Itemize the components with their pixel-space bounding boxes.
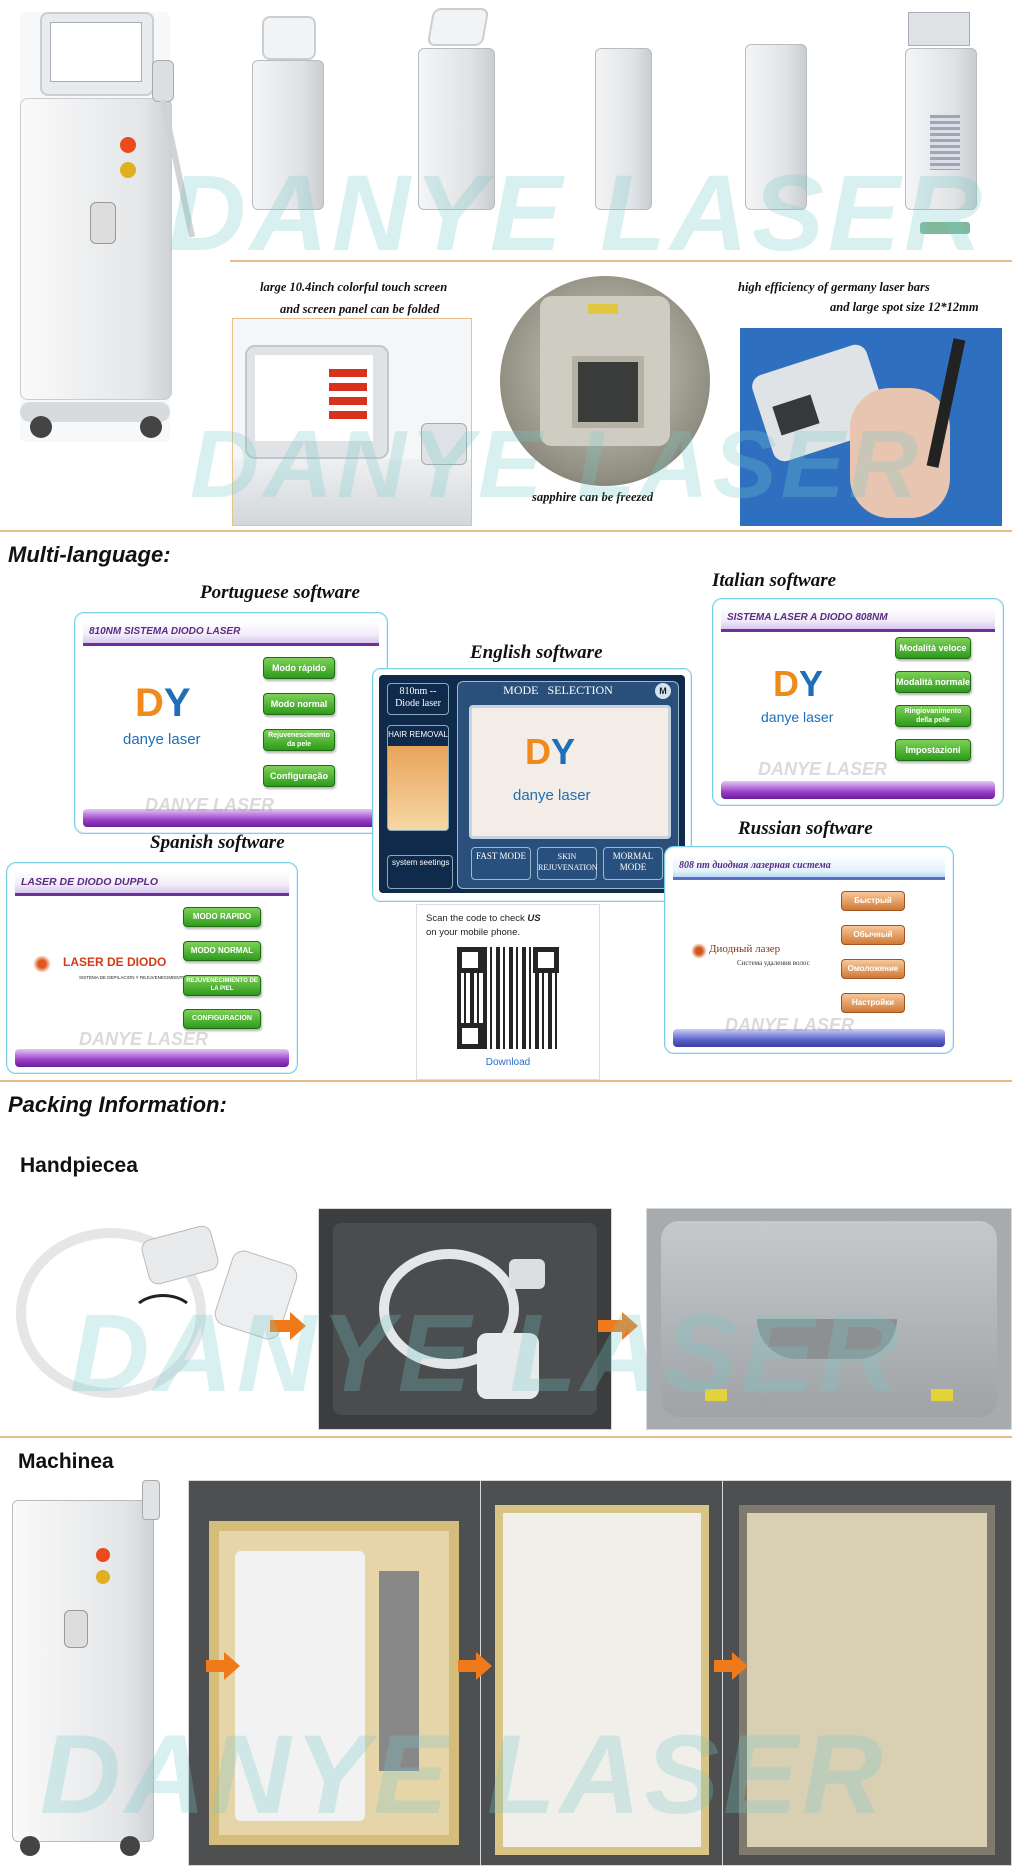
danye-logo-icon: DY: [773, 663, 823, 705]
packing-heading: Packing Information:: [8, 1092, 227, 1118]
arrow-icon: [714, 1660, 734, 1672]
qr-download-link[interactable]: Download: [417, 1057, 599, 1068]
english-side-top: 810nm -- Diode laser: [387, 683, 449, 715]
spanish-software-panel: LASER DE DIODO DUPPLO LASER DE DIODO SIS…: [6, 862, 298, 1074]
russian-settings-button[interactable]: Настройки: [841, 993, 905, 1013]
spanish-skin-button[interactable]: REJUVENECIMIENTO DE LA PIEL: [183, 975, 261, 996]
spanish-fast-mode-button[interactable]: MODO RAPIDO: [183, 907, 261, 927]
italian-skin-button[interactable]: Ringiovanimento della pelle: [895, 705, 971, 727]
portuguese-watermark: DANYE LASER: [145, 795, 274, 816]
russian-fast-mode-button[interactable]: Быстрый режим: [841, 891, 905, 911]
machine-view-3: [595, 48, 652, 210]
english-normal-mode-button[interactable]: MORMAL MODE: [603, 847, 663, 880]
portuguese-logo-text: danye laser: [123, 731, 201, 748]
italian-title: SISTEMA LASER A DIODO 808NM: [721, 607, 995, 632]
laser-burst-icon: [33, 955, 51, 973]
machine-crate-foam-image: [480, 1480, 724, 1866]
portuguese-title: 810NM SISTEMA DIODO LASER: [83, 621, 379, 646]
machine-view-4: [745, 44, 807, 210]
machine-packing-image: [12, 1500, 154, 1842]
italian-watermark: DANYE LASER: [758, 759, 887, 780]
portuguese-normal-mode-button[interactable]: Modo normal: [263, 693, 335, 715]
portuguese-skin-button[interactable]: Rejuvenescimento da pele: [263, 729, 335, 751]
machine-view-2-screen: [427, 8, 490, 46]
spanish-watermark: DANYE LASER: [79, 1029, 208, 1050]
spanish-logo-subtext: SISTEMA DE DEPILACION Y REJUVENECIMIENTO: [79, 975, 186, 980]
handpiece-unboxed-image: [10, 1204, 306, 1404]
spanish-label: Spanish software: [150, 832, 285, 854]
handpiece-cable-image: [152, 60, 174, 102]
english-header: MODE SELECTION: [463, 683, 653, 701]
spanish-settings-button[interactable]: CONFIGURACION: [183, 1009, 261, 1029]
portuguese-label: Portuguese software: [200, 582, 360, 604]
handpiece-label: Handpiecea: [20, 1154, 138, 1178]
italian-fast-mode-button[interactable]: Modalità veloce: [895, 637, 971, 659]
multi-language-heading: Multi-language:: [8, 542, 171, 568]
qr-code-icon[interactable]: [457, 947, 559, 1049]
italian-settings-button[interactable]: Impostazioni: [895, 739, 971, 761]
machine-label: Machinea: [18, 1450, 114, 1474]
danye-logo-icon: DY: [135, 681, 191, 726]
caption-spot-size: and large spot size 12*12mm: [830, 300, 979, 315]
laser-burst-icon: [691, 943, 707, 959]
portuguese-software-panel: 810NM SISTEMA DIODO LASER DY danye laser…: [74, 612, 388, 834]
machine-view-1-screen: [262, 16, 316, 60]
russian-skin-button[interactable]: Омоложение кожи: [841, 959, 905, 979]
italian-footer-bar: [721, 781, 995, 799]
english-label: English software: [470, 642, 603, 664]
russian-logo-subtext: Система удаления волос: [737, 959, 810, 967]
qr-code-box: Scan the code to check US on your mobile…: [416, 904, 600, 1080]
sapphire-closeup-image: [500, 276, 710, 486]
main-machine-image: [20, 12, 170, 442]
russian-label: Russian software: [738, 818, 873, 840]
spanish-normal-mode-button[interactable]: MODO NORMAL: [183, 941, 261, 961]
italian-normal-mode-button[interactable]: Modalità normale: [895, 671, 971, 693]
caption-laser-bars: high efficiency of germany laser bars: [738, 280, 930, 295]
qr-text-us: US: [527, 913, 540, 924]
arrow-icon: [270, 1320, 292, 1332]
english-fast-mode-button[interactable]: FAST MODE: [471, 847, 531, 880]
spanish-logo-text: LASER DE DIODO: [63, 955, 166, 969]
italian-software-panel: SISTEMA LASER A DIODO 808NM DY danye las…: [712, 598, 1004, 806]
danye-logo-icon: DY: [525, 731, 575, 773]
caption-touch-screen: large 10.4inch colorful touch screen: [260, 280, 447, 295]
english-skin-rejuvenation-button[interactable]: SKIN REJUVENATION: [537, 847, 597, 880]
portuguese-fast-mode-button[interactable]: Modo rápido: [263, 657, 335, 679]
spanish-title: LASER DE DIODO DUPPLO: [15, 871, 289, 896]
screen-closeup-image: [232, 318, 472, 526]
handpiece-in-case-image: [318, 1208, 612, 1430]
russian-software-panel: 808 nm диодная лазерная система Диодный …: [664, 846, 954, 1054]
russian-watermark: DANYE LASER: [725, 1015, 854, 1036]
english-side-mid: HAIR REMOVAL: [387, 725, 449, 831]
russian-normal-mode-button[interactable]: Обычный режим: [841, 925, 905, 945]
machine-view-1: [252, 60, 324, 210]
spanish-footer-bar: [15, 1049, 289, 1067]
english-side-bottom[interactable]: system seetings: [387, 855, 453, 889]
machine-view-2: [418, 48, 495, 210]
english-logo-text: danye laser: [513, 787, 591, 804]
portuguese-settings-button[interactable]: Configuração: [263, 765, 335, 787]
english-software-panel: 810nm -- Diode laser HAIR REMOVAL system…: [372, 668, 692, 902]
english-corner-badge[interactable]: M: [655, 683, 671, 699]
handpiece-case-closed-image: [646, 1208, 1012, 1430]
italian-label: Italian software: [712, 570, 836, 592]
caption-sapphire: sapphire can be freezed: [532, 490, 653, 505]
machine-crate-closed-image: [722, 1480, 1012, 1866]
arrow-icon: [458, 1660, 478, 1672]
arrow-icon: [206, 1660, 226, 1672]
qr-text-2: on your mobile phone.: [426, 927, 520, 938]
arrow-icon: [598, 1320, 624, 1332]
italian-logo-text: danye laser: [761, 709, 833, 725]
handpiece-in-hand-image: [740, 328, 1002, 526]
caption-panel-folded: and screen panel can be folded: [280, 302, 439, 317]
qr-text-1: Scan the code to check: [426, 913, 525, 924]
russian-logo-text: Диодный лазер: [709, 943, 780, 955]
russian-title: 808 nm диодная лазерная система: [673, 855, 945, 880]
